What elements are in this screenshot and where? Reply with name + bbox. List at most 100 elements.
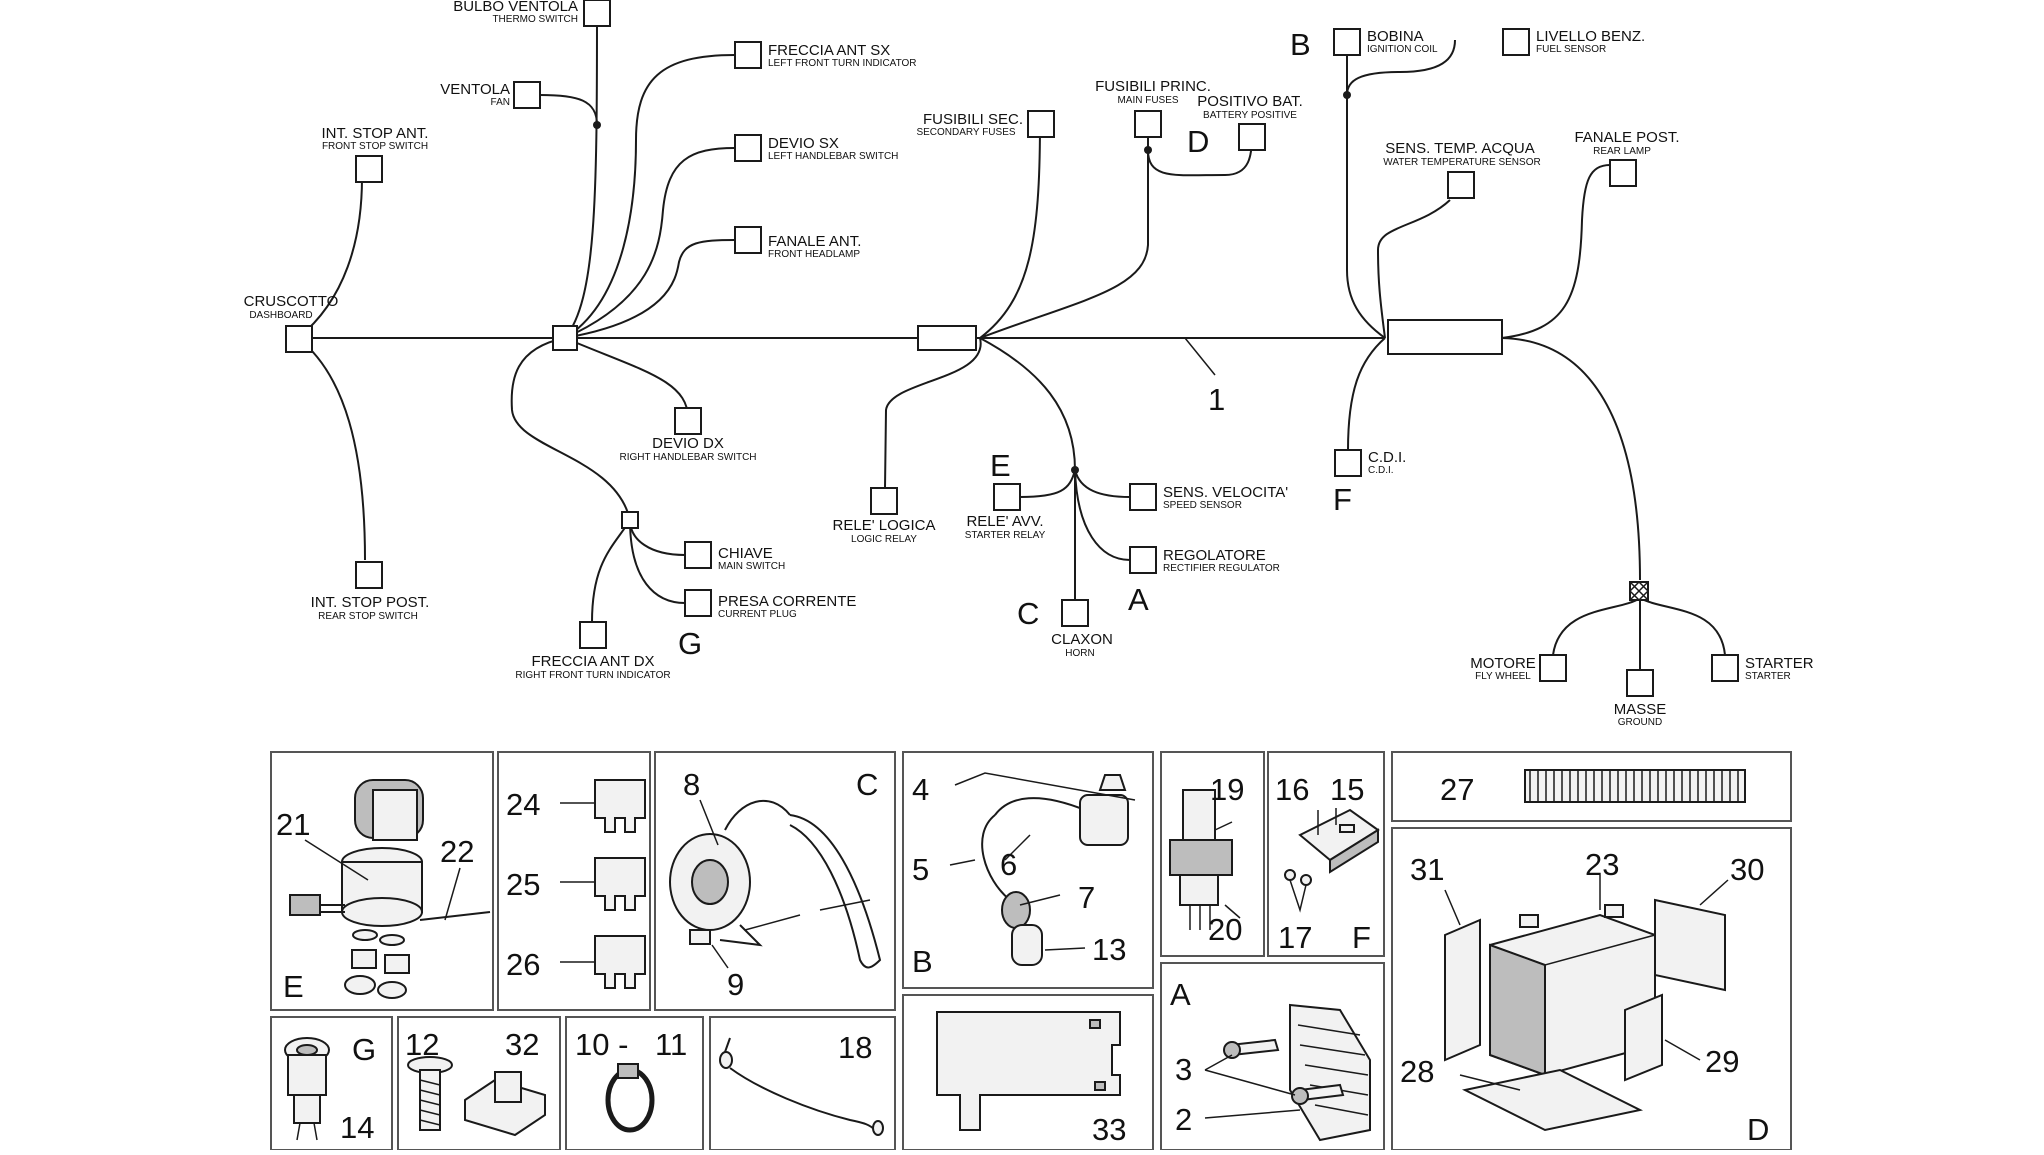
- connector-bulbo-ventola: BULBO VENTOLA THERMO SWITCH: [453, 0, 611, 27]
- diagram-letter-a: A: [1128, 582, 1149, 617]
- connector-label-en: FLY WHEEL: [1475, 671, 1531, 682]
- connector-label-en: WATER TEMPERATURE SENSOR: [1383, 157, 1540, 168]
- connector-label-en: STARTER RELAY: [965, 530, 1046, 541]
- harness-junction-left: [552, 325, 578, 351]
- connector-label-it: FUSIBILI PRINC.: [1095, 78, 1211, 95]
- panel-letter-a: A: [1170, 977, 1191, 1012]
- connector-label-it: FANALE POST.: [1574, 129, 1679, 146]
- connector-fanale-ant: FANALE ANT. FRONT HEADLAMP: [734, 226, 861, 260]
- connector-label-en: FRONT STOP SWITCH: [322, 141, 428, 152]
- connector-label-it: SENS. TEMP. ACQUA: [1385, 140, 1535, 157]
- part-number-11: 11: [655, 1027, 687, 1062]
- panel-letter-d: D: [1747, 1112, 1769, 1147]
- connector-label-en: BATTERY POSITIVE: [1203, 110, 1297, 121]
- connector-label-en: GROUND: [1618, 717, 1662, 728]
- connector-label-it: INT. STOP POST.: [311, 594, 430, 611]
- connector-label-it: REGOLATORE: [1163, 547, 1266, 564]
- panel-e-starter-relay: 21 22 E: [270, 751, 494, 1011]
- connector-label-en: THERMO SWITCH: [492, 14, 578, 25]
- panel-letter-f: F: [1352, 920, 1371, 955]
- connector-devio-sx: DEVIO SX LEFT HANDLEBAR SWITCH: [734, 134, 898, 162]
- part-number-33: 33: [1092, 1112, 1126, 1147]
- part-number-30: 30: [1730, 852, 1764, 887]
- connector-label-en: RIGHT FRONT TURN INDICATOR: [515, 670, 670, 681]
- part-number-4: 4: [912, 772, 929, 807]
- connector-label-en: REAR STOP SWITCH: [318, 611, 418, 622]
- connector-label-en: MAIN SWITCH: [718, 561, 785, 572]
- part-number-2: 2: [1175, 1102, 1192, 1137]
- wiring-harness: 1: [297, 11, 1726, 670]
- panel-letter-g: G: [352, 1032, 376, 1067]
- panel-f-cdi: 16 15 17 F: [1267, 751, 1385, 957]
- connector-sens-temp-acqua: SENS. TEMP. ACQUA WATER TEMPERATURE SENS…: [1383, 140, 1541, 199]
- connector-label-it: FUSIBILI SEC.: [923, 111, 1023, 128]
- part-number-9: 9: [727, 967, 744, 1002]
- part-number-31: 31: [1410, 852, 1444, 887]
- connector-int-stop-post: INT. STOP POST. REAR STOP SWITCH: [311, 561, 430, 622]
- connector-label-it: DEVIO SX: [768, 135, 839, 152]
- connector-label-it: RELE' LOGICA: [833, 517, 936, 534]
- panel-letter-b: B: [912, 944, 933, 979]
- part-number-22: 22: [440, 834, 474, 869]
- connector-label-it: FRECCIA ANT DX: [531, 653, 654, 670]
- connector-freccia-ant-dx: FRECCIA ANT DX RIGHT FRONT TURN INDICATO…: [515, 621, 671, 681]
- part-number-27: 27: [1440, 772, 1474, 807]
- connector-rele-logica: RELE' LOGICA LOGIC RELAY: [833, 487, 936, 545]
- connector-label-en: IGNITION COIL: [1367, 44, 1438, 55]
- panel-18-cable: 18: [709, 1016, 896, 1151]
- connector-label-it: INT. STOP ANT.: [322, 125, 429, 142]
- harness-junction-small: [621, 511, 639, 529]
- connector-label-it: BULBO VENTOLA: [453, 0, 578, 15]
- part-number-20: 20: [1208, 912, 1242, 947]
- part-number-5: 5: [912, 852, 929, 887]
- connector-bobina: BOBINA IGNITION COIL: [1333, 28, 1438, 56]
- harness-junction-middle: [917, 325, 977, 351]
- panel-c-horn: 8 9 C: [654, 751, 896, 1011]
- part-number-19: 19: [1210, 772, 1244, 807]
- part-number-13: 13: [1092, 932, 1126, 967]
- part-number-10: 10 -: [575, 1027, 628, 1062]
- connector-freccia-ant-sx: FRECCIA ANT SX LEFT FRONT TURN INDICATOR: [734, 41, 917, 69]
- part-number-6: 6: [1000, 847, 1017, 882]
- diagram-letter-c: C: [1017, 596, 1039, 631]
- part-number-24: 24: [506, 787, 540, 822]
- connector-positivo-bat: POSITIVO BAT. BATTERY POSITIVE: [1197, 93, 1303, 151]
- connector-sens-velocita: SENS. VELOCITA' SPEED SENSOR: [1129, 483, 1288, 511]
- connector-label-it: DEVIO DX: [652, 435, 724, 452]
- connector-devio-dx: DEVIO DX RIGHT HANDLEBAR SWITCH: [619, 407, 757, 463]
- connector-label-it: MASSE: [1614, 701, 1667, 718]
- part-number-17: 17: [1278, 920, 1312, 955]
- connector-label-it: FANALE ANT.: [768, 233, 861, 250]
- connector-label-en: DASHBOARD: [249, 310, 312, 321]
- panel-b-ignition-coil: 4 5 6 7 13 B: [902, 751, 1154, 989]
- panel-fuses: 24 25 26: [497, 751, 651, 1011]
- part-number-15: 15: [1330, 772, 1364, 807]
- connector-label-en: HORN: [1065, 648, 1094, 659]
- connector-fusibili-sec: FUSIBILI SEC. SECONDARY FUSES: [916, 110, 1055, 138]
- connector-fusibili-princ: FUSIBILI PRINC. MAIN FUSES: [1095, 78, 1211, 138]
- diagram-letter-f: F: [1333, 482, 1352, 517]
- part-number-14: 14: [340, 1110, 374, 1145]
- connector-label-it: POSITIVO BAT.: [1197, 93, 1303, 110]
- connector-label-it: PRESA CORRENTE: [718, 593, 856, 610]
- connector-label-en: SECONDARY FUSES: [916, 127, 1015, 138]
- panel-letter-c: C: [856, 767, 878, 802]
- connector-label-en: LEFT HANDLEBAR SWITCH: [768, 151, 898, 162]
- part-number-16: 16: [1275, 772, 1309, 807]
- connector-cdi: C.D.I. C.D.I.: [1334, 449, 1406, 477]
- connector-motore: MOTORE FLY WHEEL: [1470, 654, 1567, 682]
- connector-label-it: CHIAVE: [718, 545, 773, 562]
- panel-33-bracket: 33: [902, 994, 1154, 1151]
- panel-12-screw-clip: 12 32: [397, 1016, 561, 1151]
- part-number-25: 25: [506, 867, 540, 902]
- connector-label-en: FAN: [491, 97, 510, 108]
- panel-relay: 19 20: [1160, 751, 1265, 957]
- connector-chiave: CHIAVE MAIN SWITCH: [684, 541, 785, 572]
- connector-label-en: LOGIC RELAY: [851, 534, 917, 545]
- connector-label-it: MOTORE: [1470, 655, 1536, 672]
- part-number-32: 32: [505, 1027, 539, 1062]
- connector-label-en: RECTIFIER REGULATOR: [1163, 563, 1280, 574]
- part-number-21: 21: [276, 807, 310, 842]
- connector-int-stop-ant: INT. STOP ANT. FRONT STOP SWITCH: [322, 125, 429, 183]
